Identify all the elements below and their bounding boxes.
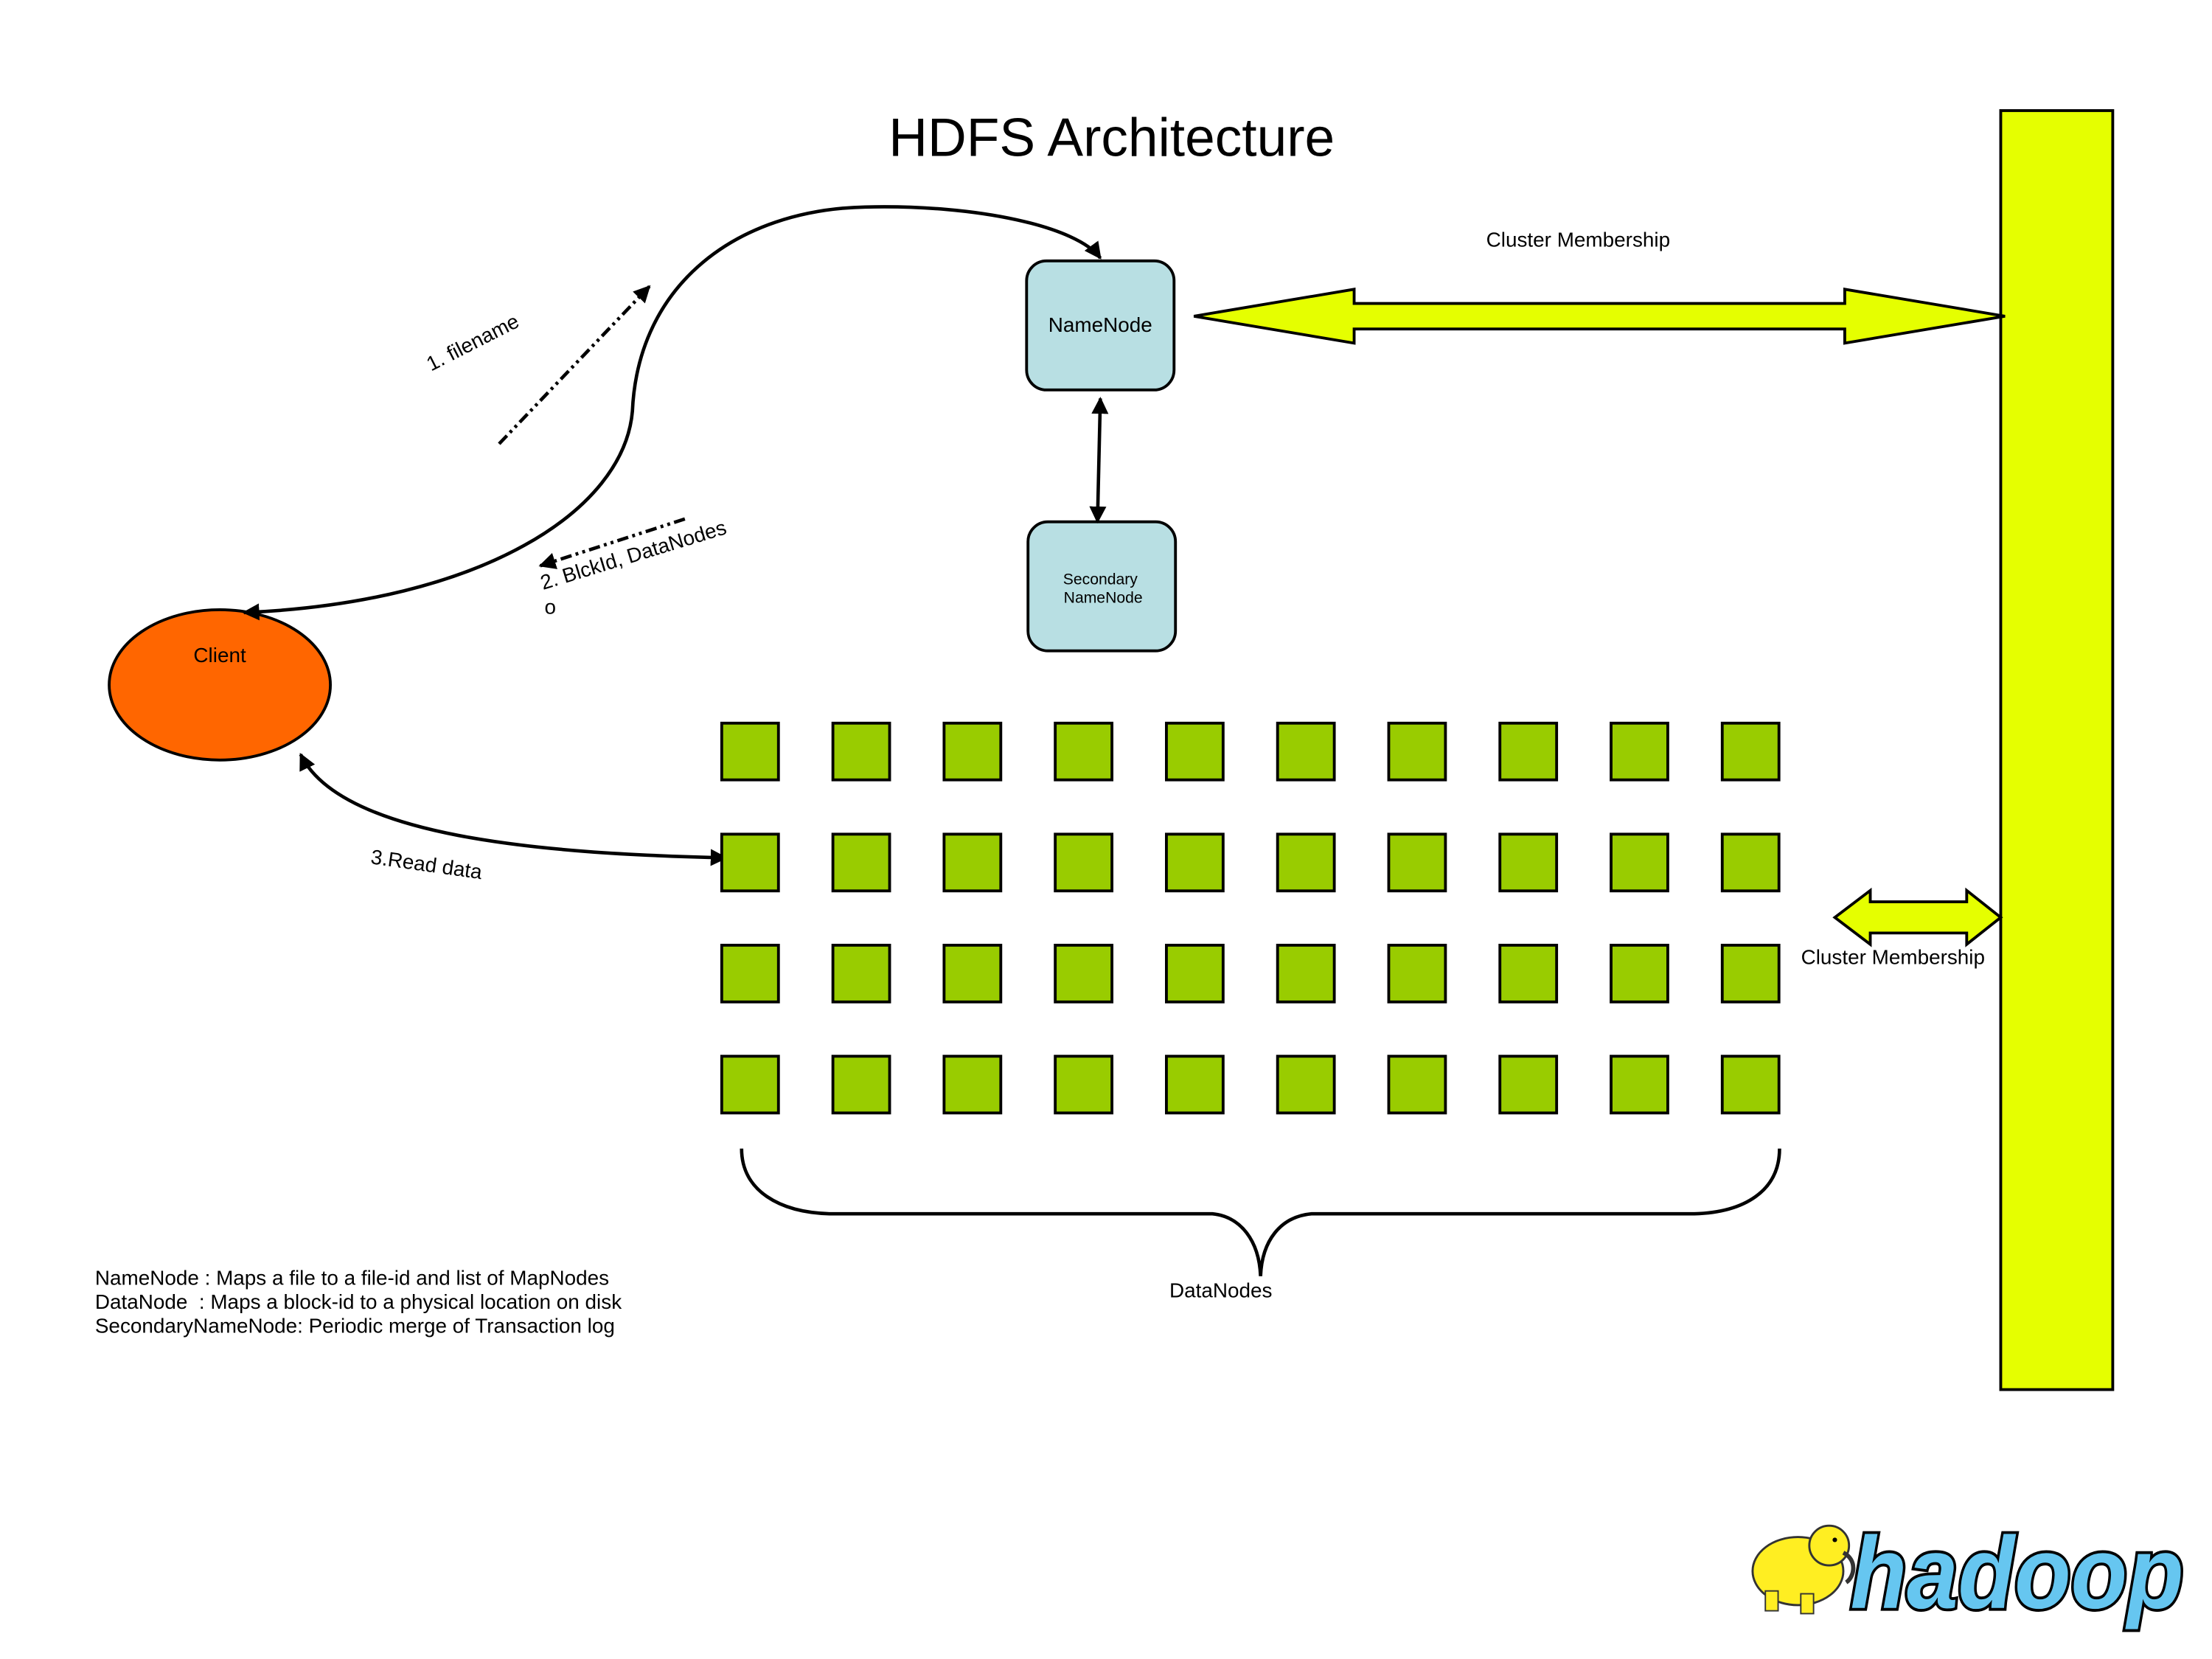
client-namenode-curve: [242, 205, 1102, 621]
blockid-label: 2. BlckId, DataNodes: [538, 516, 728, 594]
datanode-box[interactable]: [831, 832, 891, 893]
elephant-icon: [1751, 1524, 1856, 1615]
datanode-box[interactable]: [1610, 1054, 1669, 1115]
datanode-box[interactable]: [1387, 721, 1447, 782]
datanode-box[interactable]: [1276, 943, 1336, 1004]
read-data-arrow: [299, 753, 728, 866]
legend-line-datanode: DataNode : Maps a block-id to a physical…: [95, 1290, 622, 1313]
datanode-box[interactable]: [1498, 721, 1559, 782]
secondary-namenode-label-line2: NameNode: [1064, 589, 1143, 606]
namenode-secondary-arrow: [1089, 397, 1109, 524]
datanode-box[interactable]: [1276, 721, 1336, 782]
namenode-box[interactable]: NameNode: [1025, 259, 1176, 392]
datanode-box[interactable]: [1054, 1054, 1114, 1115]
legend: NameNode : Maps a file to a file-id and …: [95, 1266, 622, 1337]
datanode-box[interactable]: [1720, 1054, 1781, 1115]
legend-line-namenode: NameNode : Maps a file to a file-id and …: [95, 1266, 609, 1289]
datanode-box[interactable]: [1720, 832, 1781, 893]
cluster-membership-bar: [1999, 109, 2115, 1391]
datanode-box[interactable]: [1164, 832, 1225, 893]
datanode-box[interactable]: [942, 1054, 1003, 1115]
datanodes-brace: [740, 1148, 1781, 1276]
cluster-membership-label-top: Cluster Membership: [1486, 229, 1670, 251]
datanode-box[interactable]: [942, 943, 1003, 1004]
datanode-box[interactable]: [1610, 943, 1669, 1004]
datanode-box[interactable]: [1387, 943, 1447, 1004]
datanode-box[interactable]: [1276, 832, 1336, 893]
datanode-box[interactable]: [720, 832, 780, 893]
filename-label: 1. filename: [422, 310, 523, 376]
datanode-box[interactable]: [720, 721, 780, 782]
datanode-box[interactable]: [831, 1054, 891, 1115]
datanode-box[interactable]: [1387, 832, 1447, 893]
datanode-box[interactable]: [1387, 1054, 1447, 1115]
page-title: HDFS Architecture: [888, 108, 1335, 168]
blockid-response-arrow: [538, 517, 686, 569]
namenode-label: NameNode: [1048, 313, 1152, 336]
datanode-box[interactable]: [1164, 721, 1225, 782]
secondary-namenode-box[interactable]: Secondary NameNode: [1026, 520, 1178, 653]
datanode-box[interactable]: [1164, 1054, 1225, 1115]
datanode-box[interactable]: [1498, 832, 1559, 893]
datanode-box[interactable]: [1720, 721, 1781, 782]
hadoop-logo: hadoop: [1751, 1514, 2186, 1633]
cluster-membership-arrow-top: [1193, 288, 2006, 345]
datanode-box[interactable]: [1498, 1054, 1559, 1115]
legend-line-secondary: SecondaryNameNode: Periodic merge of Tra…: [95, 1315, 615, 1338]
datanode-box[interactable]: [831, 943, 891, 1004]
datanodes-label: DataNodes: [1169, 1279, 1272, 1302]
datanode-box[interactable]: [942, 832, 1003, 893]
client-label: Client: [193, 644, 246, 667]
datanode-box[interactable]: [1054, 721, 1114, 782]
datanode-box[interactable]: [1054, 943, 1114, 1004]
datanode-box[interactable]: [1498, 943, 1559, 1004]
datanode-box[interactable]: [1610, 721, 1669, 782]
read-data-label: 3.Read data: [369, 845, 484, 883]
datanode-box[interactable]: [1054, 832, 1114, 893]
datanode-box[interactable]: [720, 1054, 780, 1115]
hadoop-logo-text: hadoop: [1851, 1517, 2184, 1630]
cluster-membership-arrow-side: [1832, 887, 2003, 947]
datanode-box[interactable]: [942, 721, 1003, 782]
datanode-box[interactable]: [1164, 943, 1225, 1004]
datanode-box[interactable]: [1720, 943, 1781, 1004]
datanode-box[interactable]: [831, 721, 891, 782]
secondary-namenode-label-line1: Secondary: [1063, 571, 1138, 588]
client-node[interactable]: Client: [108, 608, 332, 762]
blockid-label-extra: o: [544, 596, 556, 619]
datanode-box[interactable]: [1610, 832, 1669, 893]
datanode-grid: [720, 721, 1781, 1115]
cluster-membership-label-side: Cluster Membership: [1801, 946, 1985, 969]
datanode-box[interactable]: [720, 943, 780, 1004]
datanode-box[interactable]: [1276, 1054, 1336, 1115]
filename-request-arrow: [498, 285, 651, 445]
